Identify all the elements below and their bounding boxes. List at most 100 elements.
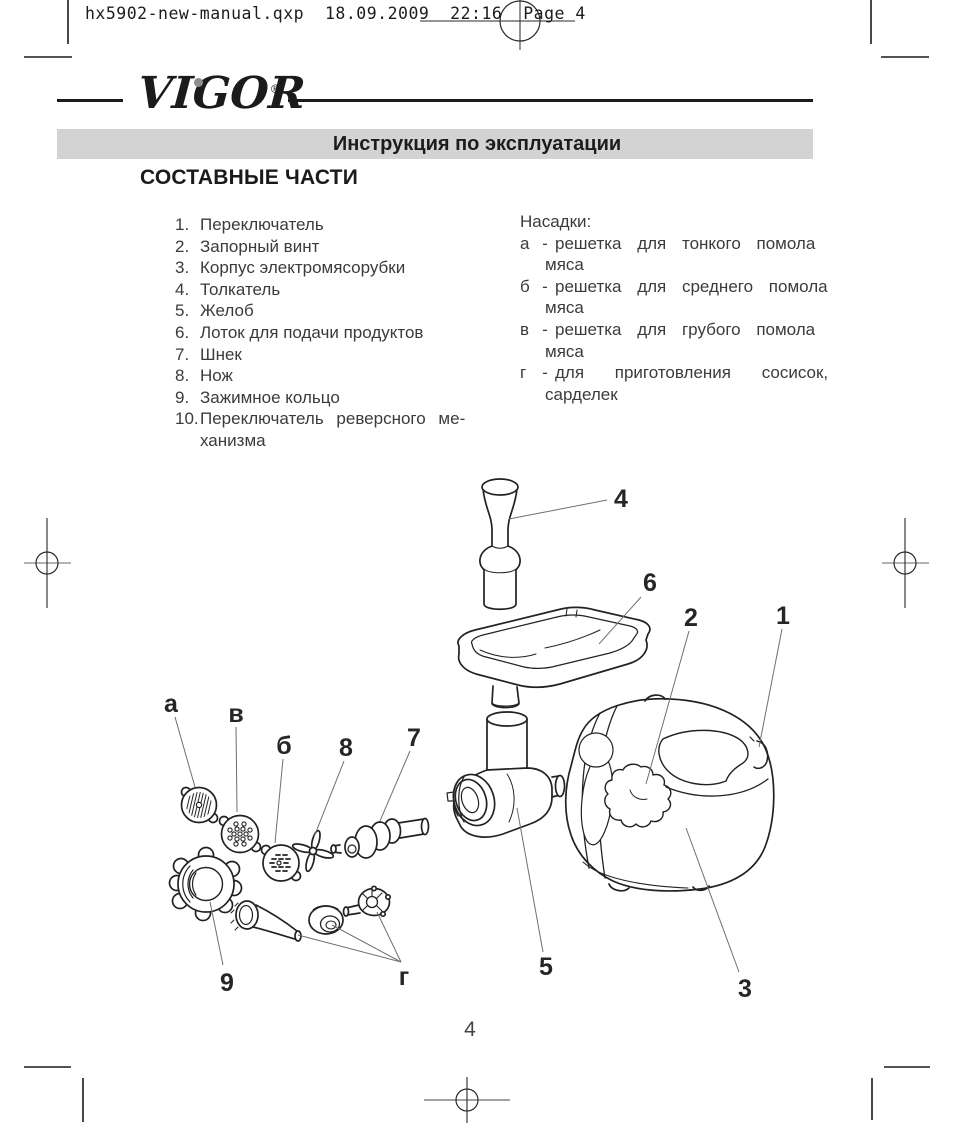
parts-list-item: 5. Желоб (175, 300, 465, 322)
registered-trademark-icon: ® (271, 82, 280, 96)
item-number: 6. (175, 322, 190, 342)
attachment-text-continued: сарделек (545, 384, 618, 404)
sausage-cone-part (230, 900, 302, 942)
parts-list-item: 7. Шнек (175, 344, 465, 366)
page-number: 4 (464, 1018, 476, 1041)
item-text: Зажимное кольцо (200, 387, 340, 407)
item-number: 5. (175, 301, 190, 321)
label-2: 2 (684, 604, 698, 632)
attachment-item: а-решетка для тонкого помола (520, 233, 820, 255)
item-text: Толкатель (200, 279, 281, 299)
registration-mark-right (882, 518, 929, 608)
label-a: а (164, 690, 179, 718)
parts-list-item: 3. Корпус электромясорубки (175, 257, 465, 279)
crop-mark-top-right (870, 0, 929, 58)
item-text-continued: ханизма (200, 430, 266, 450)
brand-logo: VIGOR (136, 68, 307, 119)
knife-part (291, 829, 335, 873)
registration-mark-left (24, 518, 71, 608)
parts-list-item: 4.Толкатель (175, 279, 465, 301)
label-4: 4 (614, 485, 628, 513)
parts-list-item: 1. Переключатель (175, 214, 465, 236)
attachment-key: а (520, 233, 530, 253)
label-8: 8 (339, 734, 353, 762)
dash-separator: - (542, 233, 548, 253)
auger-part (330, 817, 430, 859)
locking-ring-part (168, 846, 243, 922)
crop-mark-top-left (24, 0, 72, 58)
attachments-title: Насадки: (520, 212, 592, 231)
fine-disc-part (180, 786, 219, 824)
parts-list-item: 2. Запорный винт (175, 236, 465, 258)
item-text: Шнек (200, 344, 242, 364)
label-9: 9 (220, 969, 234, 997)
attachment-text-continued: мяса (545, 341, 584, 361)
attachment-text-continued: мяса (545, 255, 584, 275)
registration-mark-bottom (424, 1077, 510, 1123)
label-g: г (399, 963, 409, 991)
parts-list: 1. Переключатель 2. Запорный винт 3. Корпус… (175, 214, 465, 452)
attachment-key: в (520, 319, 530, 339)
leader-lines (174, 499, 783, 973)
attachments-list: Насадки: а-решетка для тонкого помола мя… (520, 211, 828, 405)
dash-separator: - (542, 363, 548, 383)
locking-screw-knob (604, 763, 672, 828)
medium-disc-part (218, 814, 262, 854)
item-number: 7. (175, 344, 190, 364)
item-text: Нож (200, 366, 233, 386)
logo-dot-icon (194, 78, 203, 87)
item-text: Корпус электромясорубки (200, 258, 406, 278)
item-text: Лоток для подачи продуктов (200, 322, 424, 342)
label-v: в (228, 700, 243, 728)
logo-rule-left (57, 99, 123, 102)
sausage-funnel-part (308, 905, 344, 935)
feed-tray-part (457, 606, 651, 709)
handle-recess (658, 729, 749, 786)
label-6: 6 (643, 569, 657, 597)
label-5: 5 (539, 953, 553, 981)
item-text: Желоб (200, 301, 254, 321)
parts-list-item: 10.Переключатель реверсного ме- (175, 408, 465, 430)
dash-separator: - (542, 276, 548, 296)
item-text: Запорный винт (200, 236, 320, 256)
attachment-item: г-для приготовления сосисок, (520, 362, 828, 384)
item-number: 3. (175, 258, 190, 278)
attachment-text: для приготовления сосисок, (555, 363, 829, 383)
dash-separator: - (542, 319, 548, 339)
page-banner-title: Инструкция по эксплуатации (57, 129, 813, 159)
item-number: 2. (175, 236, 190, 256)
attachment-text: решетка для грубого помола (555, 319, 816, 339)
parts-list-item: 6. Лоток для подачи продуктов (175, 322, 465, 344)
item-number: 9. (175, 387, 190, 407)
attachment-key: г (520, 363, 527, 383)
section-title: СОСТАВНЫЕ ЧАСТИ (140, 166, 358, 189)
item-text: Переключатель реверсного ме- (200, 409, 466, 429)
coarse-disc-part (260, 844, 302, 882)
attachment-item: б-решетка для среднего помола (520, 276, 828, 298)
label-3: 3 (738, 975, 752, 1003)
crop-mark-bottom-left (24, 1066, 84, 1122)
power-switch (753, 740, 769, 770)
parts-list-item: 8. Нож (175, 365, 465, 387)
attachment-text: решетка для среднего помола (555, 276, 828, 296)
attachment-key: б (520, 276, 530, 296)
sausage-adapter-part (342, 885, 392, 918)
item-number: 1. (175, 215, 190, 234)
item-number: 10. (175, 409, 199, 429)
item-number: 8. (175, 366, 190, 386)
attachment-text-continued: мяса (545, 298, 584, 318)
diagram-labels: 4 6 2 1 а в б 8 7 9 г 5 3 (164, 485, 790, 1003)
grinder-head-part (446, 711, 566, 838)
label-b: б (276, 732, 291, 760)
label-7: 7 (407, 724, 421, 752)
attachment-item: в-решетка для грубого помола (520, 319, 820, 341)
logo-rule-right (288, 99, 813, 102)
label-1: 1 (776, 602, 790, 630)
item-text: Переключатель (200, 215, 324, 234)
parts-list-item: 9. Зажимное кольцо (175, 387, 465, 409)
motor-body-part (564, 694, 775, 892)
attachment-text: решетка для тонкого помола (555, 233, 816, 253)
crop-mark-bottom-right (871, 1066, 930, 1120)
pusher-part (479, 478, 521, 611)
